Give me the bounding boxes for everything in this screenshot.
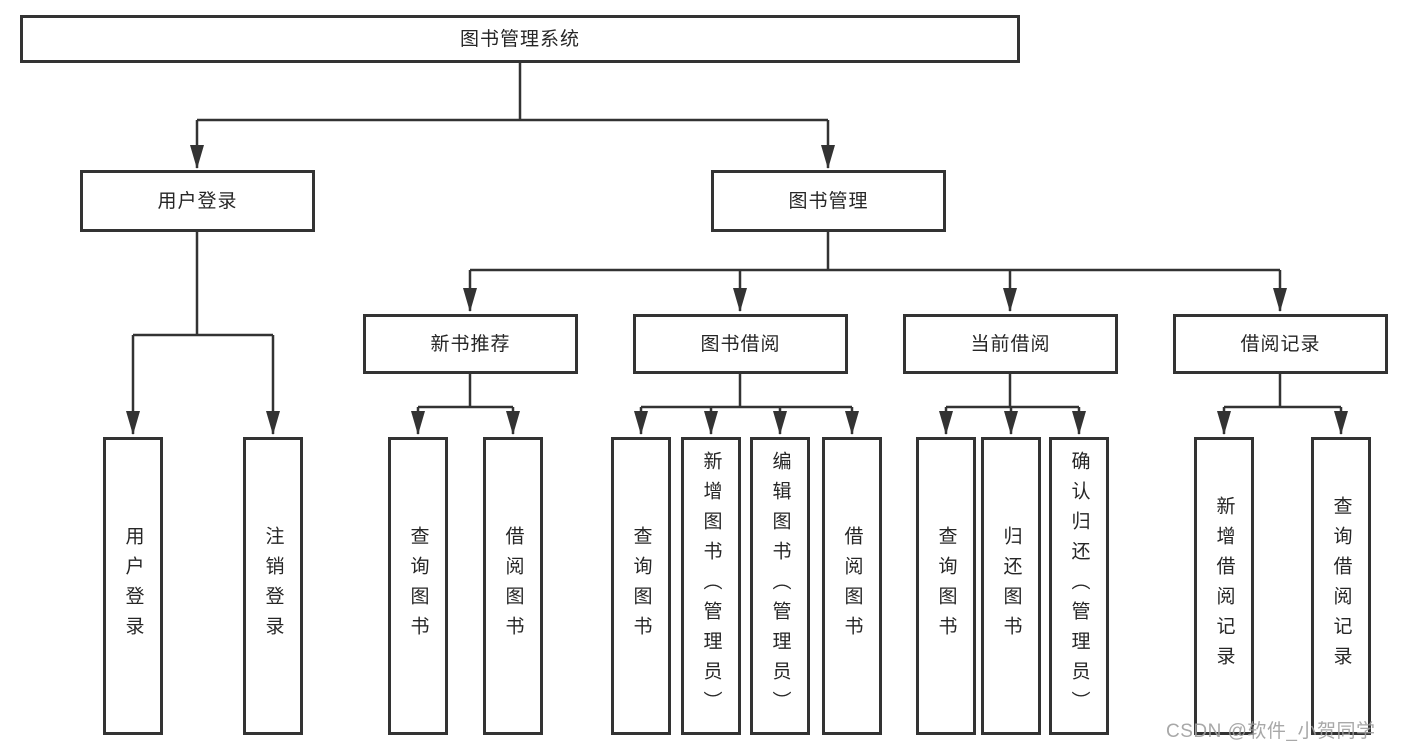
leaf-query-books-borrow: 查询图书	[611, 437, 671, 735]
leaf-query-books-recommend: 查询图书	[388, 437, 448, 735]
leaf-label: 新增图书（管理员）	[700, 451, 722, 721]
leaf-borrow-books-recommend: 借阅图书	[483, 437, 543, 735]
leaf-label: 查询图书	[630, 526, 652, 646]
leaf-label: 借阅图书	[502, 526, 524, 646]
leaf-query-books-current: 查询图书	[916, 437, 976, 735]
leaf-label: 查询图书	[407, 526, 429, 646]
node-new-book-recommend: 新书推荐	[363, 314, 578, 374]
leaf-edit-books-admin: 编辑图书（管理员）	[750, 437, 810, 735]
node-root-system: 图书管理系统	[20, 15, 1020, 63]
leaf-logout: 注销登录	[243, 437, 303, 735]
watermark: CSDN @软件_小贺同学	[1166, 721, 1376, 742]
leaf-return-books: 归还图书	[981, 437, 1041, 735]
leaf-label: 查询图书	[935, 526, 957, 646]
leaf-user-login: 用户登录	[103, 437, 163, 735]
leaf-borrow-books: 借阅图书	[822, 437, 882, 735]
leaf-label: 查询借阅记录	[1330, 496, 1352, 676]
leaf-add-books-admin: 新增图书（管理员）	[681, 437, 741, 735]
leaf-add-borrow-record: 新增借阅记录	[1194, 437, 1254, 735]
leaf-confirm-return-admin: 确认归还（管理员）	[1049, 437, 1109, 735]
leaf-label: 归还图书	[1000, 526, 1022, 646]
leaf-label: 确认归还（管理员）	[1068, 451, 1090, 721]
leaf-label: 借阅图书	[841, 526, 863, 646]
node-book-borrow: 图书借阅	[633, 314, 848, 374]
node-borrow-records: 借阅记录	[1173, 314, 1388, 374]
leaf-label: 新增借阅记录	[1213, 496, 1235, 676]
leaf-label: 用户登录	[122, 526, 144, 646]
leaf-query-borrow-record: 查询借阅记录	[1311, 437, 1371, 735]
leaf-label: 编辑图书（管理员）	[769, 451, 791, 721]
node-book-management: 图书管理	[711, 170, 946, 232]
node-user-login: 用户登录	[80, 170, 315, 232]
leaf-label: 注销登录	[262, 526, 284, 646]
node-current-borrow: 当前借阅	[903, 314, 1118, 374]
